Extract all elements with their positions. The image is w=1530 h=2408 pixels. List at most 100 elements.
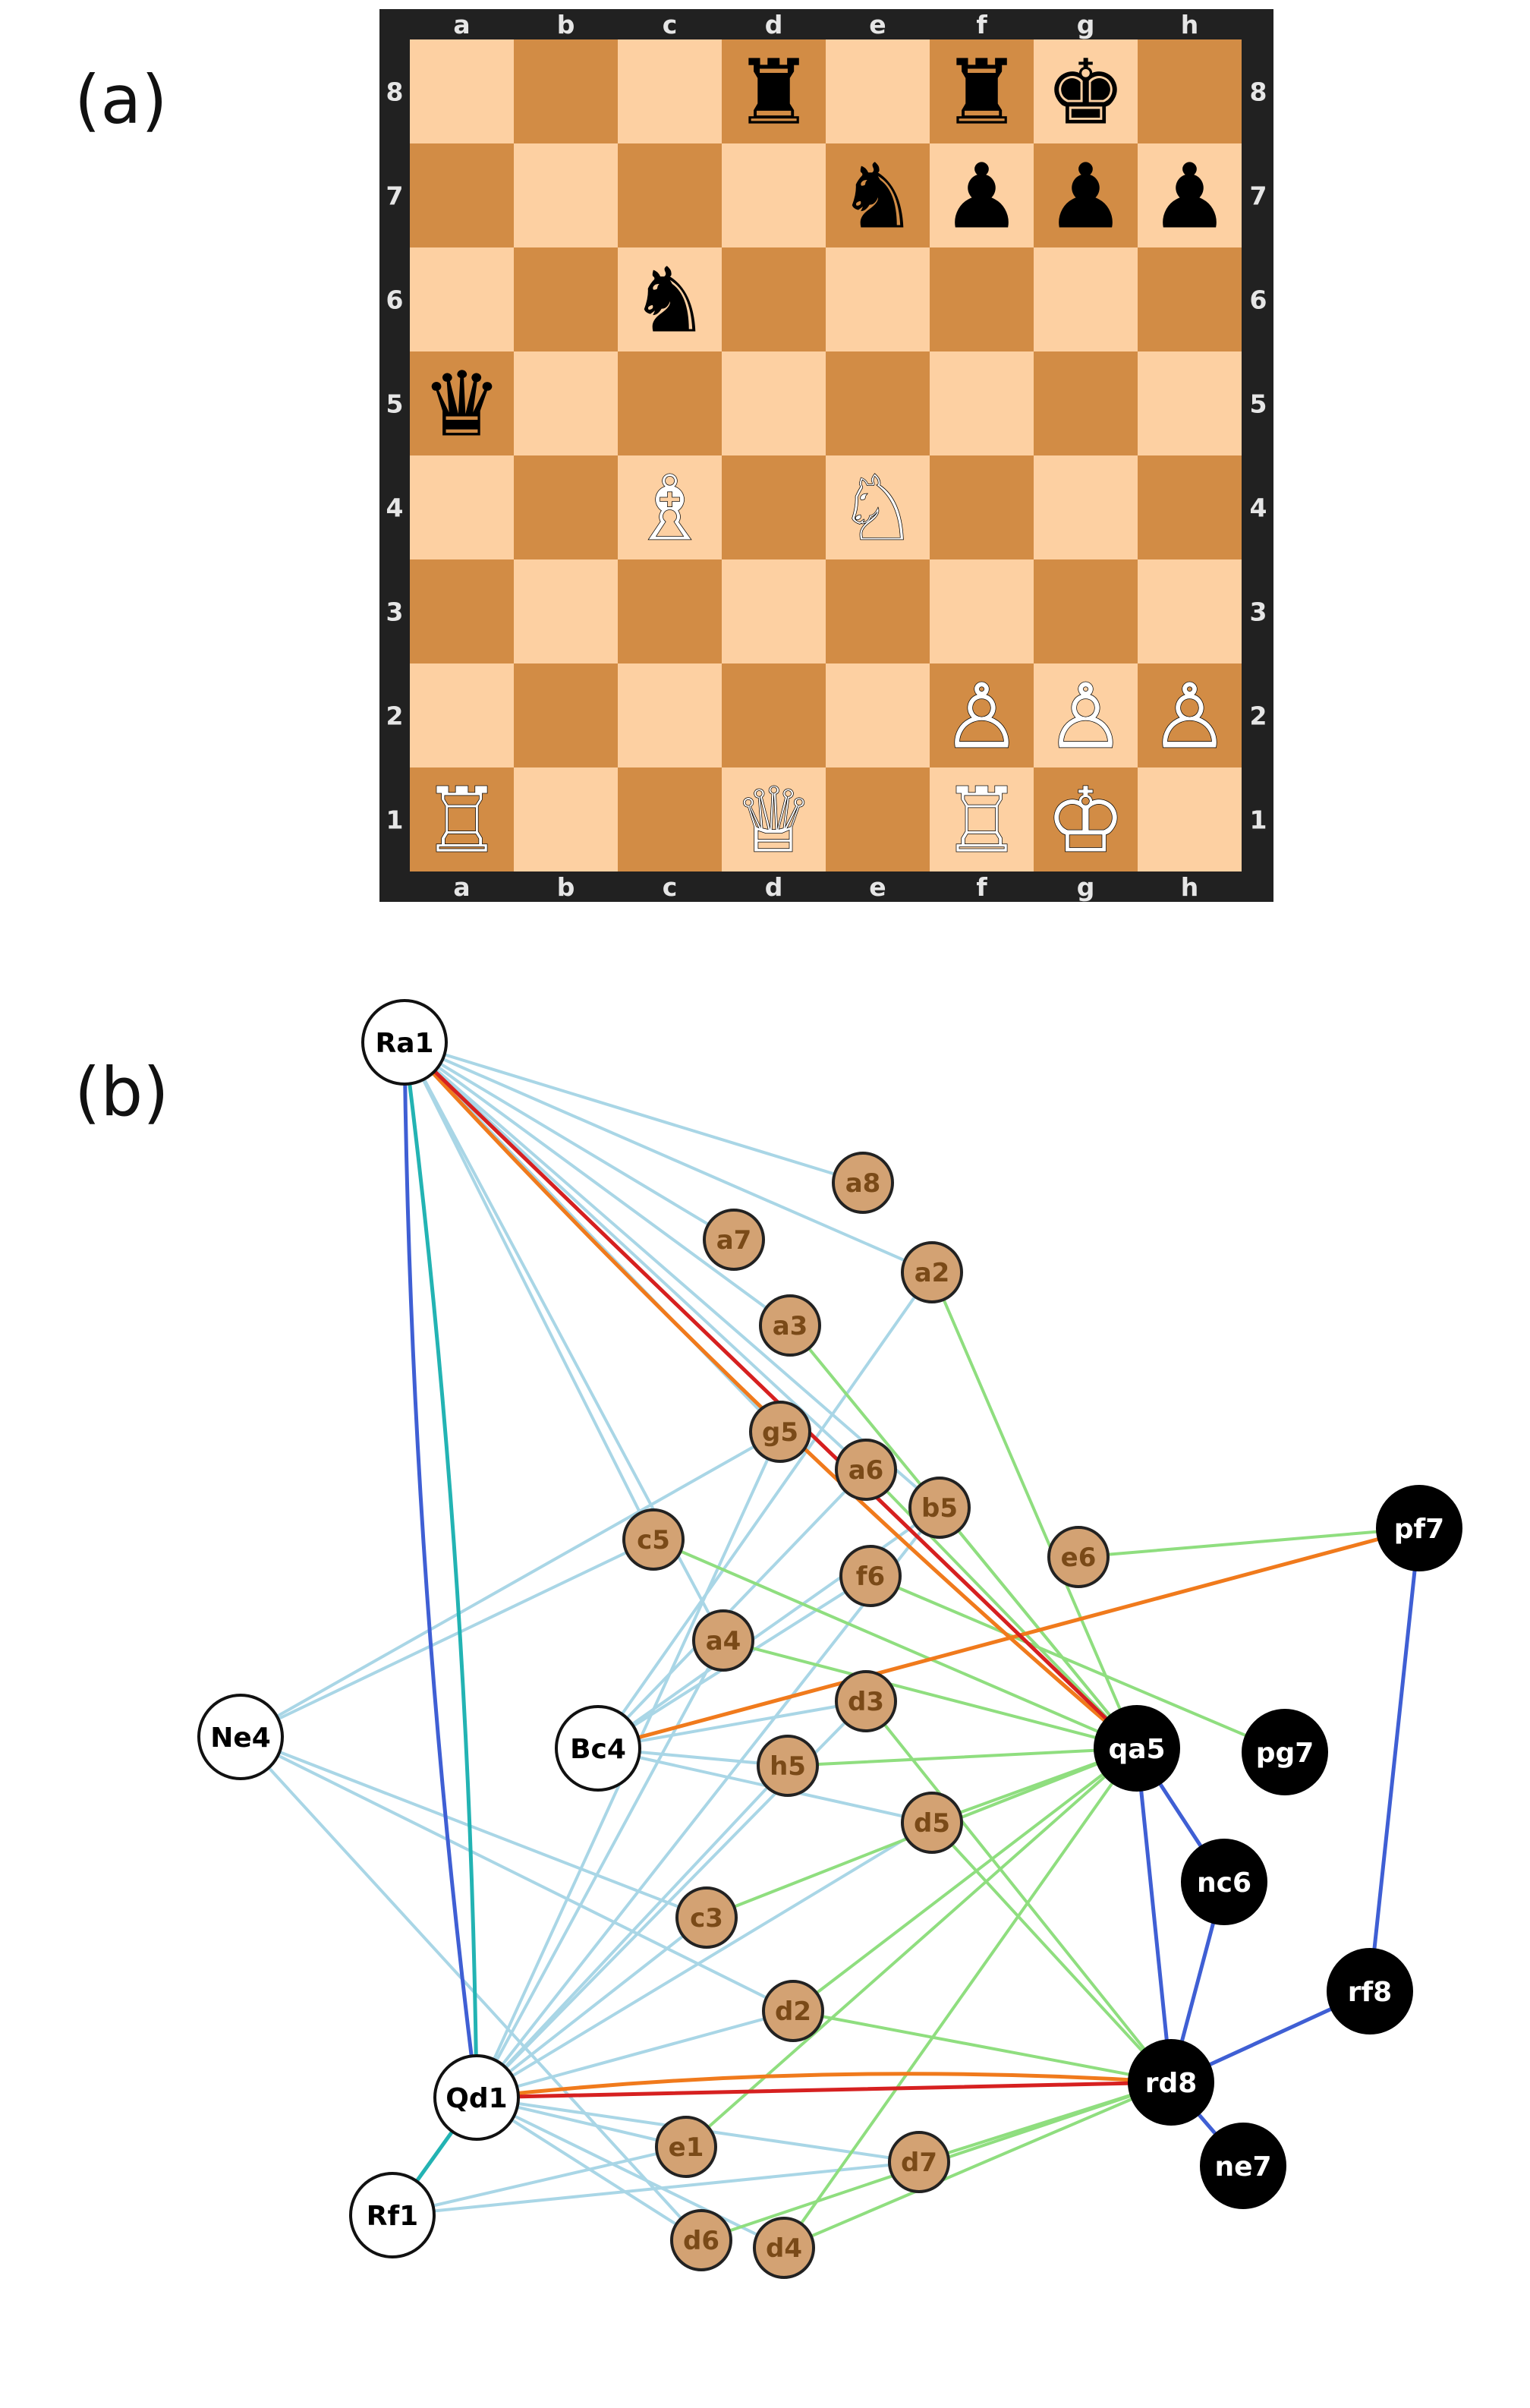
square-e8 bbox=[826, 39, 930, 143]
node-Bc4: Bc4 bbox=[555, 1705, 641, 1792]
rank-label-3-left: 3 bbox=[386, 597, 404, 627]
node-a7: a7 bbox=[703, 1209, 765, 1271]
square-c8 bbox=[618, 39, 722, 143]
node-circle-rd8 bbox=[1128, 2039, 1214, 2126]
node-label-pf7: pf7 bbox=[1394, 1514, 1444, 1545]
white-rook-f1: ♖ bbox=[942, 768, 1022, 873]
node-a4: a4 bbox=[692, 1609, 754, 1672]
square-g2 bbox=[1034, 663, 1138, 767]
square-a3 bbox=[410, 559, 514, 663]
white-rook-a1: ♖ bbox=[422, 768, 502, 873]
edge-qa5-a2-green bbox=[930, 1271, 1138, 1750]
square-d1 bbox=[722, 767, 826, 871]
node-label-Ra1: Ra1 bbox=[375, 1028, 433, 1059]
edge-qa5-d2-green bbox=[792, 1747, 1138, 2012]
node-label-b5: b5 bbox=[921, 1493, 958, 1524]
edge-qa5-c5-green bbox=[652, 1538, 1138, 1750]
square-d7 bbox=[722, 143, 826, 247]
black-queen-a5: ♛ bbox=[422, 352, 502, 457]
node-circle-d6 bbox=[670, 2209, 732, 2271]
node-circle-a2 bbox=[901, 1241, 963, 1303]
node-label-h5: h5 bbox=[770, 1751, 806, 1782]
edge-Qd1-d5-lightblue bbox=[475, 1821, 933, 2099]
edge-Qd1-rd8-orange bbox=[474, 2072, 1173, 2100]
rank-label-8-left: 8 bbox=[386, 77, 404, 107]
square-f7 bbox=[930, 143, 1034, 247]
node-c5: c5 bbox=[622, 1508, 685, 1571]
square-c5 bbox=[618, 351, 722, 455]
node-circle-a6 bbox=[835, 1439, 897, 1501]
square-e6 bbox=[826, 247, 930, 351]
node-d3: d3 bbox=[835, 1670, 897, 1732]
square-h2 bbox=[1138, 663, 1242, 767]
node-label-Ne4: Ne4 bbox=[210, 1722, 271, 1754]
node-Ne4: Ne4 bbox=[197, 1694, 284, 1780]
node-label-Bc4: Bc4 bbox=[570, 1734, 626, 1765]
edge-Bc4-d3-lightblue bbox=[597, 1700, 867, 1750]
node-pf7: pf7 bbox=[1376, 1485, 1462, 1571]
node-d7: d7 bbox=[888, 2131, 950, 2193]
panel-label-b: (b) bbox=[74, 1053, 169, 1131]
file-label-h-top: h bbox=[1181, 10, 1199, 39]
square-f5 bbox=[930, 351, 1034, 455]
node-circle-f6 bbox=[839, 1545, 902, 1607]
square-c4 bbox=[618, 455, 722, 559]
edge-pf7-rf8-blue bbox=[1368, 1526, 1421, 1994]
edge-Ra1-b5-lightblue bbox=[403, 1041, 941, 1509]
edge-Ra1-c5-lightblue bbox=[403, 1041, 655, 1541]
rank-label-8-right: 8 bbox=[1250, 77, 1267, 107]
graph-edges bbox=[239, 1040, 1421, 2249]
node-label-a2: a2 bbox=[915, 1258, 950, 1288]
edge-Qd1-d2-lightblue bbox=[475, 2009, 795, 2099]
square-d5 bbox=[722, 351, 826, 455]
file-label-d-bottom: d bbox=[765, 872, 783, 902]
square-f6 bbox=[930, 247, 1034, 351]
file-label-b-bottom: b bbox=[557, 872, 575, 902]
black-rook-d8: ♜ bbox=[734, 40, 814, 145]
edge-pg7-f6-green bbox=[869, 1574, 1286, 1754]
square-c1 bbox=[618, 767, 722, 871]
square-c3 bbox=[618, 559, 722, 663]
black-rook-f8: ♜ bbox=[942, 40, 1022, 145]
edge-rd8-d3-green bbox=[864, 1700, 1173, 2084]
square-d6 bbox=[722, 247, 826, 351]
edge-Ne4-d6-lightblue bbox=[239, 1735, 703, 2242]
node-circle-a3 bbox=[759, 1294, 821, 1357]
edge-Ne4-g5-lightblue bbox=[239, 1430, 782, 1738]
edge-Qd1-d4-lightblue bbox=[475, 2096, 785, 2249]
rank-label-6-left: 6 bbox=[386, 285, 404, 315]
node-circle-g5 bbox=[749, 1401, 811, 1463]
node-circle-nc6 bbox=[1181, 1839, 1267, 1925]
square-a7 bbox=[410, 143, 514, 247]
node-label-rd8: rd8 bbox=[1145, 2068, 1198, 2099]
edge-Qd1-h5-lightblue bbox=[475, 1764, 789, 2099]
node-label-c3: c3 bbox=[690, 1903, 723, 1934]
node-label-c5: c5 bbox=[637, 1525, 670, 1555]
white-king-g1: ♔ bbox=[1046, 768, 1126, 873]
rank-label-7-right: 7 bbox=[1250, 181, 1267, 211]
white-bishop-c4: ♗ bbox=[630, 456, 710, 561]
edge-Rf1-e1-lightblue bbox=[391, 2145, 688, 2217]
file-label-e-bottom: e bbox=[869, 872, 886, 902]
node-circle-ne7 bbox=[1200, 2123, 1286, 2209]
square-h7 bbox=[1138, 143, 1242, 247]
node-d6: d6 bbox=[670, 2209, 732, 2271]
edge-qa5-b5-green bbox=[938, 1506, 1138, 1750]
edge-Bc4-a2-lightblue bbox=[597, 1271, 933, 1750]
rank-label-7-left: 7 bbox=[386, 181, 404, 211]
file-label-a-bottom: a bbox=[453, 872, 470, 902]
node-qa5: qa5 bbox=[1094, 1705, 1180, 1792]
black-pawn-f7: ♟ bbox=[942, 144, 1022, 249]
node-circle-Ne4 bbox=[197, 1694, 284, 1780]
edge-pf7-e6-green bbox=[1077, 1527, 1421, 1559]
square-d4 bbox=[722, 455, 826, 559]
square-a1 bbox=[410, 767, 514, 871]
node-label-a8: a8 bbox=[845, 1168, 881, 1199]
rank-label-2-right: 2 bbox=[1250, 701, 1267, 731]
node-Ra1: Ra1 bbox=[361, 999, 448, 1086]
node-label-e1: e1 bbox=[669, 2132, 704, 2163]
node-d4: d4 bbox=[753, 2217, 815, 2279]
node-d5: d5 bbox=[901, 1792, 963, 1854]
edge-Ra1-a7-lightblue bbox=[403, 1041, 735, 1241]
